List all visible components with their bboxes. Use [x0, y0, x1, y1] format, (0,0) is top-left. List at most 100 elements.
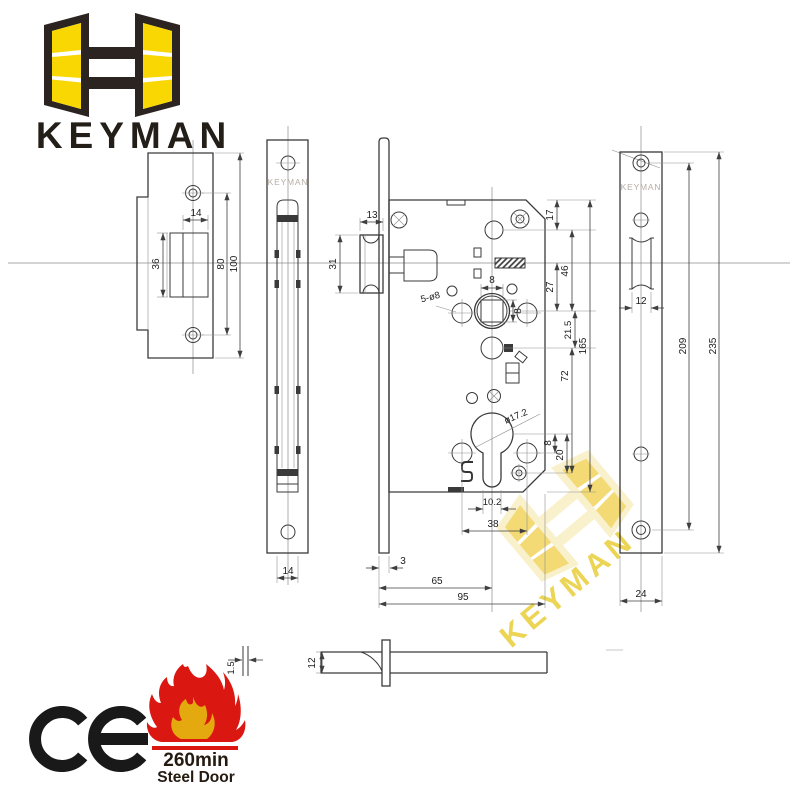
dim-hole-spacing: 38	[461, 466, 528, 535]
dim-plate-offset: 3	[366, 556, 406, 573]
dim-screw-spacing: 209	[650, 162, 694, 531]
dim-plate-length: 235	[664, 151, 724, 554]
fire-door-type: Steel Door	[157, 769, 235, 786]
svg-text:95: 95	[457, 592, 469, 603]
bottom-tab	[448, 487, 464, 492]
case-screw	[510, 209, 530, 229]
small-hole	[466, 392, 478, 404]
svg-text:165: 165	[578, 337, 589, 354]
slot-hole	[473, 247, 482, 258]
svg-text:8: 8	[489, 275, 495, 286]
svg-text:12: 12	[635, 296, 647, 307]
deadbolt-follower	[480, 336, 528, 364]
latch-channel	[274, 199, 301, 493]
faceplate-front-view: KEYMAN 12 209	[611, 126, 724, 612]
fire-rating-badge: 260min Steel Door	[146, 664, 246, 786]
svg-text:8: 8	[543, 440, 554, 446]
gray-watermark: KEYMAN	[621, 182, 662, 192]
dim-cyl-to-hole: 8	[543, 434, 558, 453]
ce-mark	[29, 706, 148, 772]
brand-logo-icon	[44, 13, 180, 117]
ce-letter-c	[29, 706, 88, 772]
lock-case-outline	[388, 199, 546, 493]
svg-text:1.5: 1.5	[226, 661, 237, 674]
gray-watermark: KEYMAN	[268, 177, 309, 187]
svg-text:36: 36	[151, 258, 162, 270]
slot-hole	[473, 268, 482, 279]
dim-top-to-hole: 17	[545, 200, 560, 230]
screw-hole	[280, 524, 296, 540]
fire-rating-minutes: 260min	[163, 750, 228, 771]
dim-latch-depth: 13	[359, 210, 384, 231]
dim-latch-height: 31	[328, 234, 358, 294]
small-hole	[446, 285, 458, 297]
dim-follower-to-screw: 72	[560, 348, 575, 473]
latch-bolt	[359, 234, 438, 294]
svg-text:17: 17	[545, 209, 556, 221]
dim-cyl-to-screw: 20	[555, 434, 570, 473]
dim-backset: 65	[379, 576, 492, 591]
dim-plate-thickness: 1.5	[226, 646, 263, 676]
brand-name: KEYMAN	[36, 115, 232, 156]
svg-text:12: 12	[307, 657, 318, 669]
dim-square-width: 8	[480, 275, 504, 296]
phillips-screw	[632, 445, 650, 463]
svg-text:65: 65	[431, 576, 443, 587]
svg-text:72: 72	[560, 370, 571, 382]
svg-text:209: 209	[678, 337, 689, 354]
lock-edge-side-view: KEYMAN 14	[266, 126, 309, 585]
svg-text:100: 100	[229, 255, 240, 272]
faceplate-outline	[619, 151, 663, 554]
screw-hole	[632, 154, 650, 172]
svg-text:27: 27	[545, 281, 556, 293]
latch-top-view: 1.5 12	[226, 639, 623, 687]
svg-text:20: 20	[555, 449, 566, 461]
dim-cutout-width: 14	[182, 208, 209, 230]
faceplate-strip	[378, 137, 390, 554]
strike-plate-outline	[136, 152, 214, 359]
round-hole	[484, 220, 504, 240]
latch-cutout	[629, 237, 654, 290]
dim-plate-width: 24	[619, 556, 663, 606]
top-tab	[446, 199, 466, 206]
screw-hole	[631, 520, 651, 540]
cross-hole	[513, 439, 541, 467]
cross-hole	[513, 299, 541, 327]
svg-text:3: 3	[400, 556, 406, 567]
phillips-screw	[632, 211, 650, 229]
svg-text:10.2: 10.2	[483, 497, 502, 508]
brand-logo: KEYMAN	[36, 13, 232, 156]
phillips-screw	[510, 464, 528, 482]
cross-hole	[448, 299, 476, 327]
euro-cylinder-hole	[470, 412, 514, 488]
svg-text:80: 80	[216, 258, 227, 270]
dim-case-depth: 95	[379, 592, 545, 607]
dim-plate-height: 100	[215, 152, 244, 359]
lock-body-drawing: 13 31	[328, 137, 596, 612]
dim-cutout-width: 12	[619, 292, 664, 313]
latch-bolt-top	[320, 649, 623, 674]
svg-text:38: 38	[487, 519, 499, 530]
case-screw	[487, 389, 501, 403]
svg-text:14: 14	[190, 208, 202, 219]
dim-case-height: 165	[578, 200, 593, 492]
dim-cylinder-width: 10.2	[468, 490, 516, 514]
cylinder-dia-note: ø17.2	[475, 407, 541, 448]
svg-text:235: 235	[708, 337, 719, 354]
edge-plate-outline	[266, 139, 309, 554]
svg-text:21.5: 21.5	[563, 321, 574, 340]
svg-text:5-ø8: 5-ø8	[420, 290, 442, 305]
flame-underline	[152, 746, 238, 750]
dim-bolt-width: 12	[307, 651, 325, 674]
dim-plate-width: 14	[276, 556, 299, 583]
svg-text:31: 31	[328, 258, 339, 270]
svg-text:46: 46	[560, 265, 571, 277]
svg-text:14: 14	[282, 566, 294, 577]
case-screw	[390, 211, 408, 229]
holes-note: 5-ø8	[420, 290, 457, 313]
dim-cutout-height: 36	[151, 232, 168, 298]
retainer-clip	[461, 461, 473, 482]
dim-screw-spacing: 80	[200, 192, 231, 336]
spring	[494, 257, 526, 269]
